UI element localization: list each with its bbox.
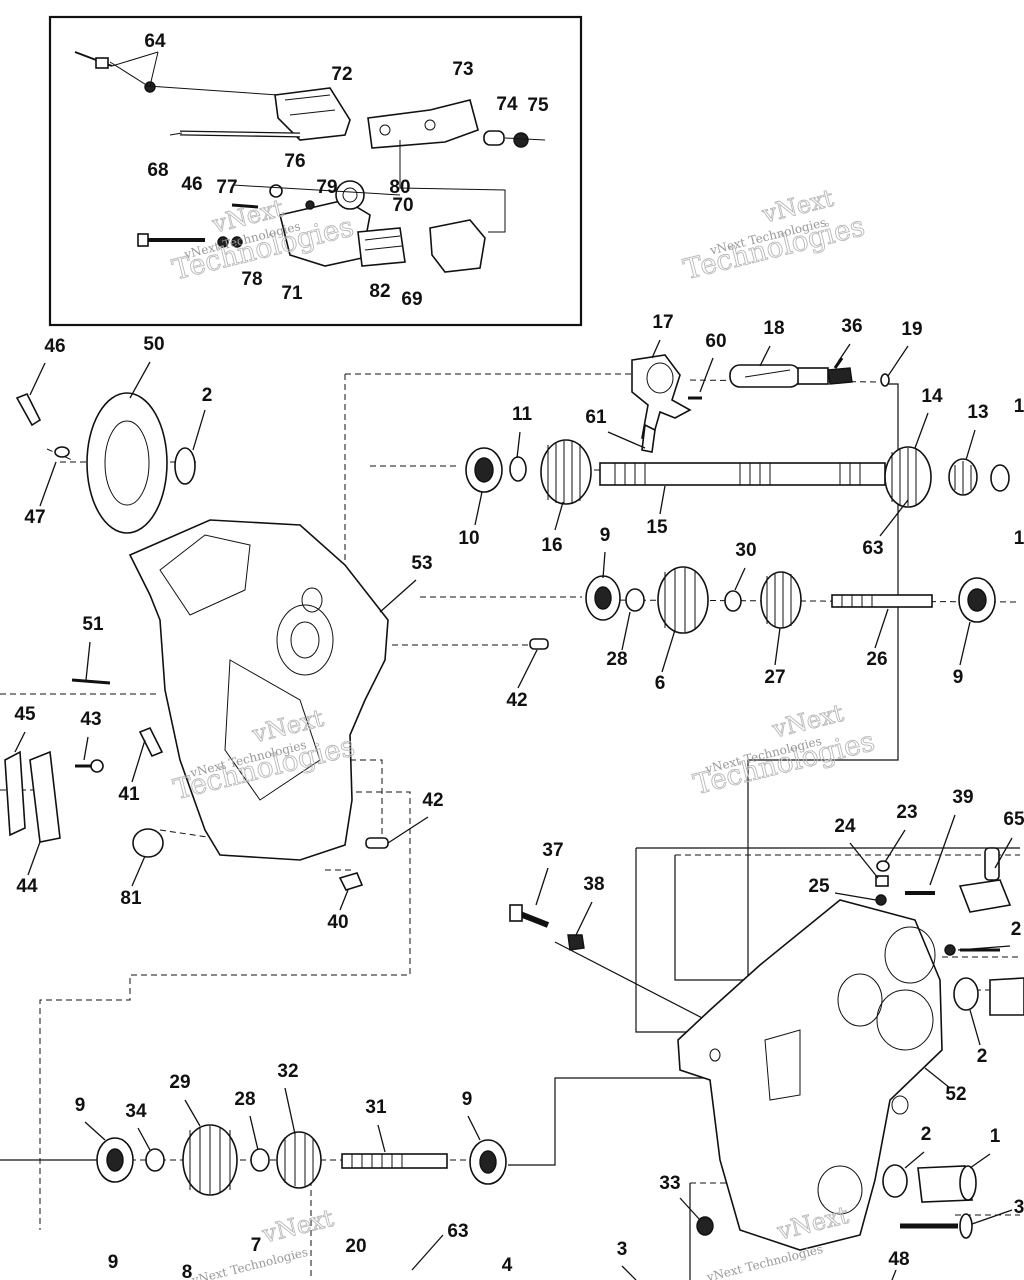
callout-label: 2 xyxy=(921,1124,932,1145)
callout-label: 20 xyxy=(345,1236,366,1257)
callout-label: 14 xyxy=(921,386,943,407)
callout-label: 19 xyxy=(901,319,922,340)
callout-label: 42 xyxy=(422,790,443,811)
callout-label: 63 xyxy=(862,538,883,559)
right-housing xyxy=(509,847,1024,1251)
callout-label: 77 xyxy=(216,177,237,198)
left-housing xyxy=(15,392,549,891)
callout-label: 69 xyxy=(401,289,422,310)
callout-label: 9 xyxy=(75,1095,86,1116)
callout-label: 26 xyxy=(866,649,887,670)
callout-label: 16 xyxy=(541,535,562,556)
callout-label: 78 xyxy=(241,269,262,290)
callout-label: 2 xyxy=(202,385,213,406)
callout-label: 38 xyxy=(583,874,604,895)
lower-shaft-assembly xyxy=(96,1124,507,1196)
callout-label: 2 xyxy=(977,1046,988,1067)
callout-label: 70 xyxy=(392,195,413,216)
callout-label: 45 xyxy=(14,704,36,725)
callout-label: 34 xyxy=(125,1101,147,1122)
callout-label: 81 xyxy=(120,888,142,909)
callout-label: 50 xyxy=(143,334,164,355)
callout-label: 63 xyxy=(447,1221,468,1242)
second-shaft-assembly xyxy=(585,566,996,634)
callout-label: 1 xyxy=(1014,396,1024,417)
callout-label: 41 xyxy=(118,784,140,805)
callout-label: 52 xyxy=(945,1084,966,1105)
callout-label: 9 xyxy=(108,1252,119,1273)
callout-label: 71 xyxy=(281,283,303,304)
callout-label: 36 xyxy=(841,316,862,337)
callout-label: 9 xyxy=(600,525,611,546)
callout-label: 13 xyxy=(967,402,988,423)
callout-label: 40 xyxy=(327,912,348,933)
callout-label: 28 xyxy=(234,1089,255,1110)
callout-label: 80 xyxy=(389,177,410,198)
callout-label: 48 xyxy=(888,1249,909,1270)
callout-label: 3 xyxy=(617,1239,628,1260)
callout-label: 23 xyxy=(896,802,917,823)
callout-label: 9 xyxy=(462,1089,473,1110)
callout-label: 72 xyxy=(331,64,352,85)
callout-label: 60 xyxy=(705,331,726,352)
left-plates xyxy=(4,750,104,843)
callout-label: 8 xyxy=(182,1262,193,1280)
callout-label: 37 xyxy=(542,840,563,861)
callout-label: 6 xyxy=(655,673,666,694)
callout-label: 75 xyxy=(527,95,549,116)
callout-label: 18 xyxy=(763,318,784,339)
callout-label: 53 xyxy=(411,553,432,574)
callout-label: 25 xyxy=(808,876,830,897)
callout-label: 24 xyxy=(834,816,856,837)
callout-label: 42 xyxy=(506,690,527,711)
callout-label: 65 xyxy=(1003,809,1024,830)
callout-label: 73 xyxy=(452,59,473,80)
callout-label: 76 xyxy=(284,151,305,172)
callout-label: 1 xyxy=(990,1126,1001,1147)
callout-label: 2 xyxy=(1011,919,1022,940)
callout-label: 4 xyxy=(502,1255,513,1276)
callout-label: 61 xyxy=(585,407,607,428)
callout-label: 10 xyxy=(458,528,479,549)
upper-shaft-assembly xyxy=(465,354,1010,508)
callout-label: 39 xyxy=(952,787,973,808)
callout-label: 15 xyxy=(646,517,668,538)
callout-label: 32 xyxy=(277,1061,298,1082)
callout-label: 82 xyxy=(369,281,390,302)
callout-label: 74 xyxy=(496,94,518,115)
callout-label: 27 xyxy=(764,667,785,688)
callout-label: 33 xyxy=(659,1173,680,1194)
callout-label: 31 xyxy=(365,1097,387,1118)
callout-label: 7 xyxy=(251,1235,262,1256)
callout-label: 29 xyxy=(169,1072,190,1093)
callout-label: 46 xyxy=(44,336,65,357)
callout-label: 3 xyxy=(1014,1197,1024,1218)
callout-label: 68 xyxy=(147,160,168,181)
callout-label: 44 xyxy=(16,876,38,897)
watermark-line1: vNext xyxy=(259,1204,337,1249)
callout-label: 11 xyxy=(512,404,533,425)
callout-label: 9 xyxy=(953,667,964,688)
callout-label: 46 xyxy=(181,174,202,195)
watermark-small: vNext Technologies xyxy=(189,1245,309,1280)
callout-label: 47 xyxy=(24,507,45,528)
callout-label: 51 xyxy=(82,614,104,635)
watermark-small: vNext Technologies xyxy=(704,1242,824,1280)
callout-label: 1 xyxy=(1014,528,1024,549)
callout-label: 28 xyxy=(606,649,627,670)
callout-label: 64 xyxy=(144,31,166,52)
inset-detail xyxy=(48,15,583,327)
callout-label: 43 xyxy=(80,709,101,730)
callout-label: 30 xyxy=(735,540,756,561)
leader-lines xyxy=(14,339,1013,1280)
callout-label: 17 xyxy=(652,312,673,333)
callout-label: 79 xyxy=(316,177,337,198)
